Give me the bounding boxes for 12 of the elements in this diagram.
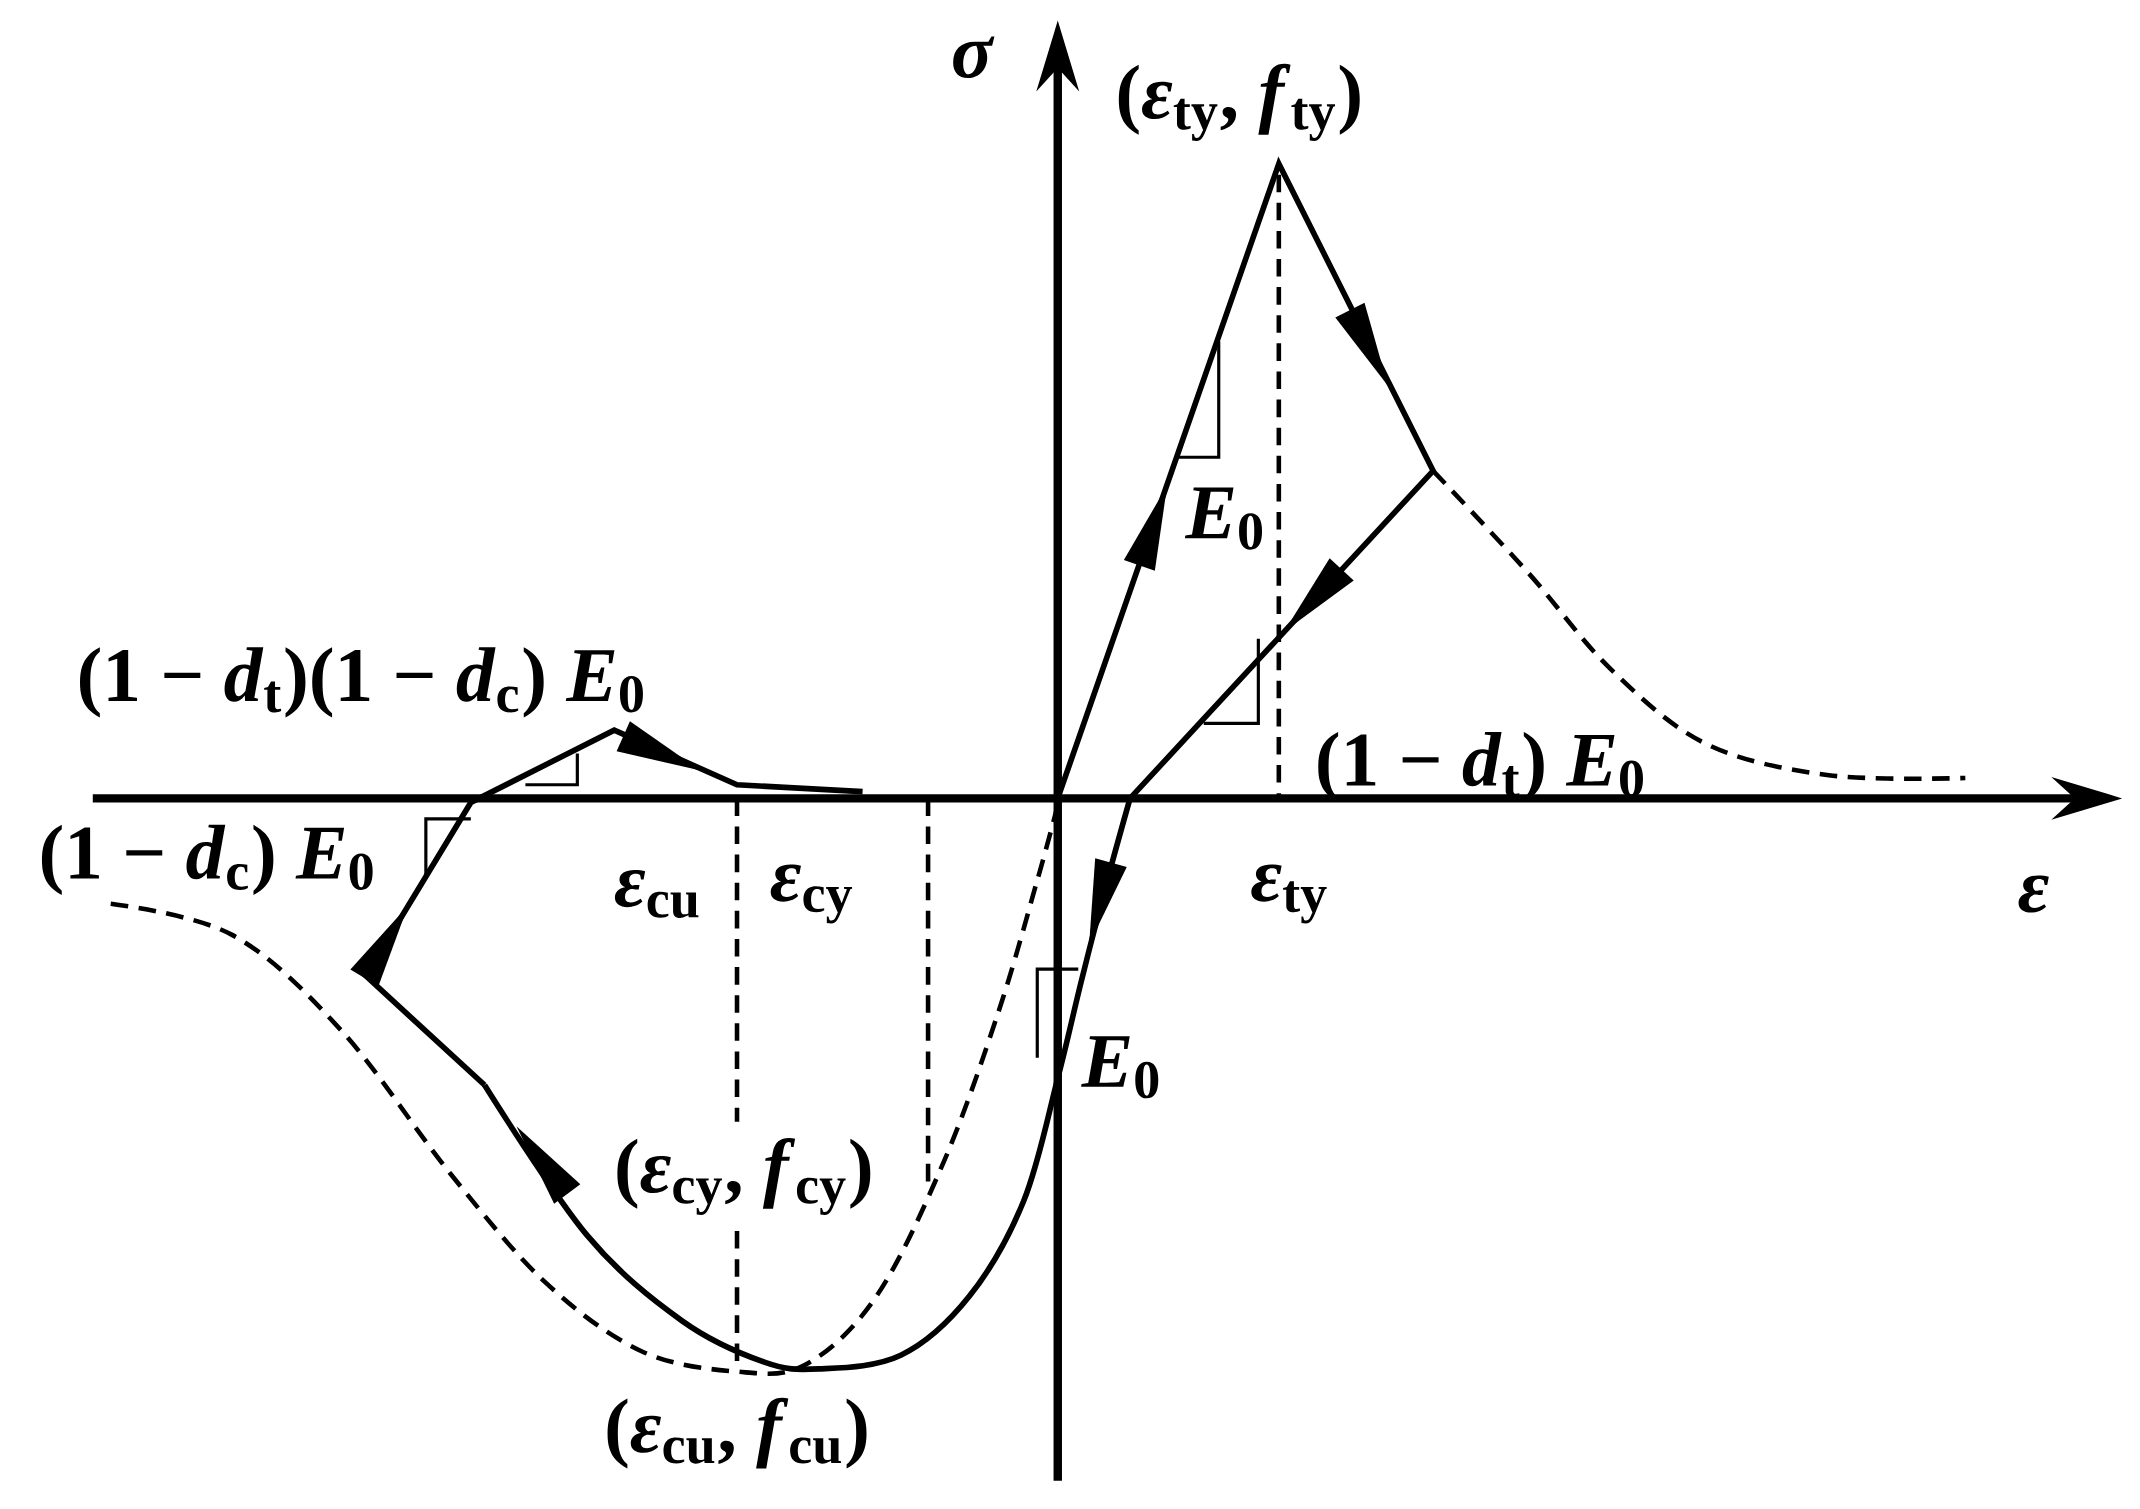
strain-label: ε$_{ty}$ bbox=[1251, 864, 1327, 924]
point-label: (ε$_{cy}$, f$_{cy}$) bbox=[617, 1137, 871, 1215]
axis-label: ε bbox=[2018, 875, 2049, 913]
point-label: (ε$_{cu}$, f$_{cu}$) bbox=[607, 1397, 867, 1469]
slope-label: E$_{0}$ bbox=[1184, 487, 1263, 550]
strain-label: ε$_{cu}$ bbox=[614, 869, 699, 918]
slope-label: (1 − d$_{c}$) E$_{0}$ bbox=[41, 824, 373, 895]
strain-label: ε$_{cy}$ bbox=[770, 864, 853, 924]
slope-label: (1 − d$_{t}$)(1 − d$_{c}$) E$_{0}$ bbox=[80, 647, 643, 718]
point-label: (ε$_{ty}$, f$_{ty}$) bbox=[1118, 63, 1360, 141]
slope-label: E$_{0}$ bbox=[1081, 1035, 1159, 1099]
axis-label: σ bbox=[953, 36, 995, 78]
